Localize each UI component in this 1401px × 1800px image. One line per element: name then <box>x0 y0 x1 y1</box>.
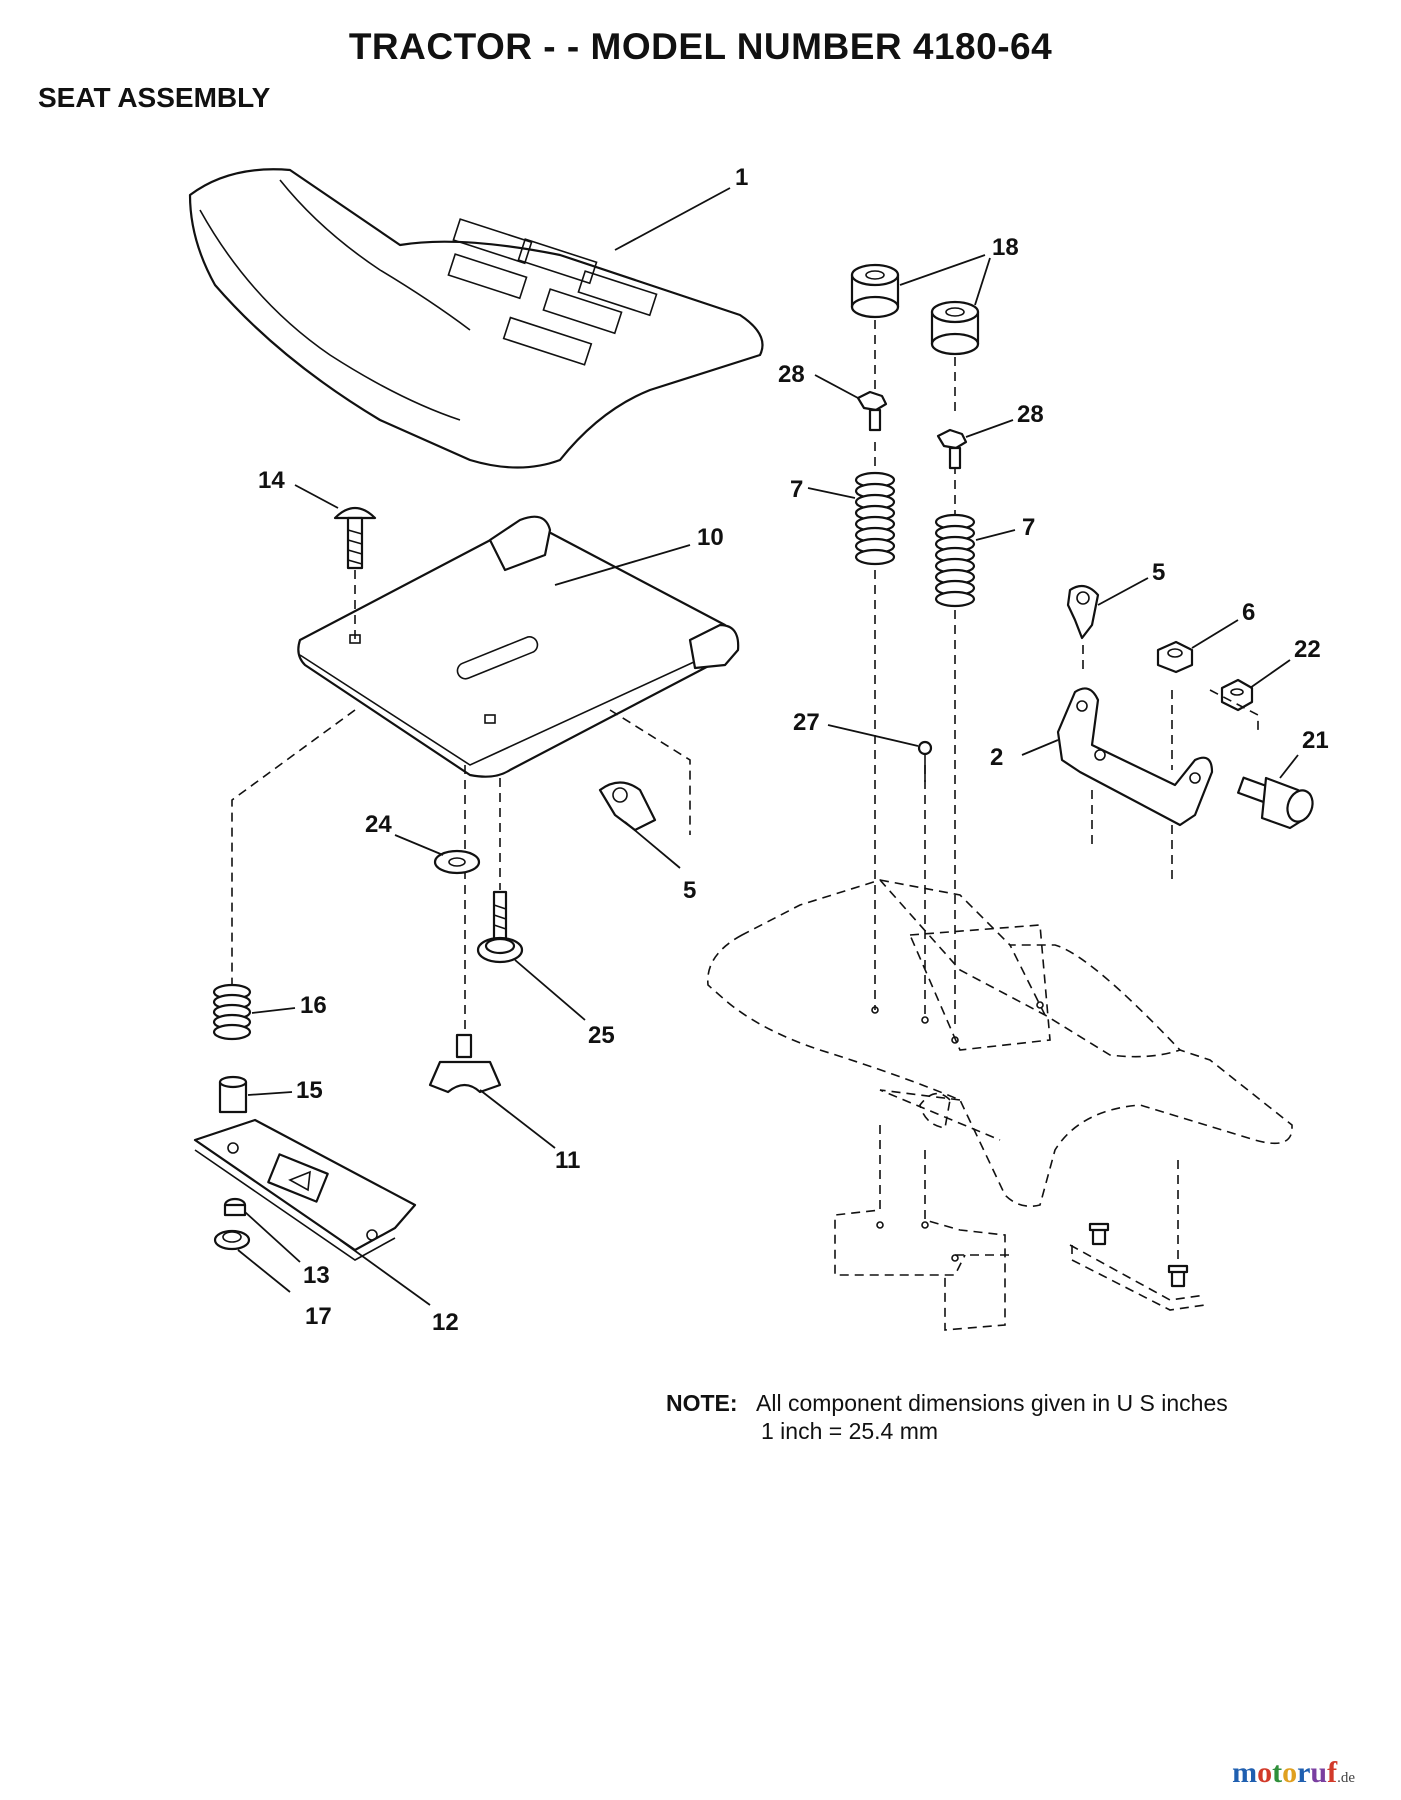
callout-10: 10 <box>697 524 724 551</box>
callout-5b: 5 <box>683 877 696 904</box>
part-spring-small <box>212 983 252 1041</box>
part-washer <box>433 849 481 875</box>
callout-6: 6 <box>1242 599 1255 626</box>
callout-17: 17 <box>305 1303 332 1330</box>
part-chassis-bolt-left <box>1088 1222 1110 1246</box>
part-nut-17 <box>213 1229 251 1251</box>
callout-2: 2 <box>990 744 1003 771</box>
callout-28a: 28 <box>778 361 805 388</box>
callout-25: 25 <box>588 1022 615 1049</box>
part-nut-22 <box>1220 678 1254 712</box>
part-bracket <box>1056 687 1214 827</box>
callout-16: 16 <box>300 992 327 1019</box>
part-shoulder-bolt <box>476 890 524 964</box>
note-text-1: All component dimensions given in U S in… <box>756 1390 1228 1416</box>
part-pin <box>917 740 933 782</box>
tractor-chassis-outline <box>707 879 1293 1331</box>
callout-13: 13 <box>303 1262 330 1289</box>
part-screw-left <box>856 390 888 432</box>
part-spring-right <box>934 513 976 608</box>
part-bolt-21 <box>1237 776 1314 830</box>
note-label: NOTE: <box>666 1390 738 1416</box>
part-seat-pan <box>297 515 740 778</box>
callout-11: 11 <box>555 1147 580 1174</box>
callout-22: 22 <box>1294 636 1321 663</box>
part-slide-plate <box>193 1118 417 1261</box>
callout-18: 18 <box>992 234 1019 261</box>
callout-14: 14 <box>258 467 285 494</box>
callout-24: 24 <box>365 811 392 838</box>
part-seat <box>188 168 764 469</box>
callout-7a: 7 <box>790 476 803 503</box>
part-spacer <box>218 1075 248 1114</box>
part-clip-left <box>598 781 657 832</box>
part-bumper-left <box>850 263 900 319</box>
part-bumper-right <box>930 300 980 356</box>
part-screw-right <box>936 428 968 470</box>
part-nut-13 <box>223 1197 247 1217</box>
part-clip-right <box>1066 584 1100 640</box>
callout-28b: 28 <box>1017 401 1044 428</box>
callout-5a: 5 <box>1152 559 1165 586</box>
section-title: SEAT ASSEMBLY <box>38 82 271 113</box>
note-line-1: NOTE: All component dimensions given in U… <box>666 1389 1228 1417</box>
callout-1: 1 <box>735 164 748 191</box>
callout-7b: 7 <box>1022 514 1035 541</box>
part-chassis-bolt-right <box>1167 1264 1189 1288</box>
part-carriage-bolt <box>333 506 377 570</box>
part-spring-left <box>854 471 896 566</box>
callout-27: 27 <box>793 709 820 736</box>
callout-12: 12 <box>432 1309 459 1336</box>
part-nut-6 <box>1156 640 1194 674</box>
watermark-logo: motoruf.de <box>1232 1756 1355 1789</box>
page-title: TRACTOR - - MODEL NUMBER 4180-64 <box>348 26 1053 67</box>
callout-15: 15 <box>296 1077 323 1104</box>
callout-21: 21 <box>1302 727 1329 754</box>
note-text-2: 1 inch = 25.4 mm <box>761 1418 939 1444</box>
part-knob <box>428 1033 502 1094</box>
note-block: NOTE: All component dimensions given in U… <box>666 1389 1228 1445</box>
